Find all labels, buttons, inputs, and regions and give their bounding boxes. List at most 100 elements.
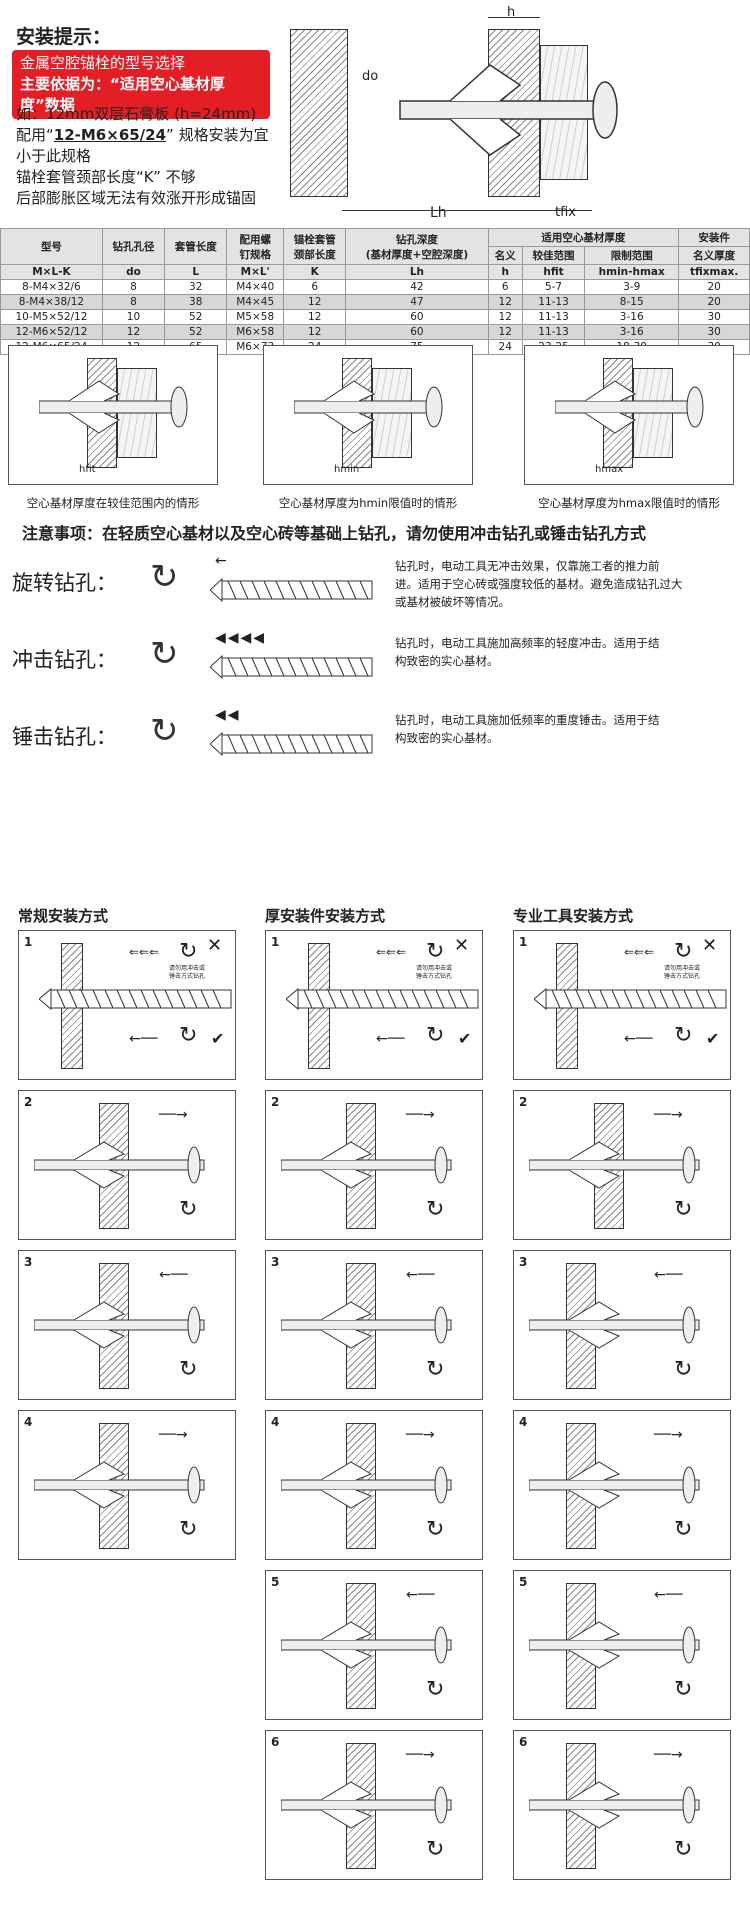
th-accessory: 安装件 (678, 228, 750, 247)
step-number: 3 (519, 1255, 528, 1269)
note-line-1: 如：12mm双层石膏板 (h=24mm) (16, 105, 257, 123)
th-neck: 锚栓套管颈部长度 (283, 228, 347, 265)
anchor-icon (34, 1301, 205, 1349)
step-number: 2 (519, 1095, 528, 1109)
drill-bit-icon (210, 654, 373, 680)
arrow-left-icon: ←── (376, 1031, 405, 1047)
drill-label: 旋转钻孔： (12, 571, 117, 595)
table-cell: 38 (164, 294, 228, 310)
step-note: 请勿用冲击或锤击方式钻孔 (169, 965, 206, 980)
th-nominal-thickness: 名义厚度 (678, 246, 750, 265)
drill-desc-line: 钻孔时，电动工具无冲击效果，仅靠施工者的推力前 (395, 559, 660, 573)
rotate-icon: ↻ (179, 1517, 198, 1542)
table-cell: 30 (678, 324, 750, 340)
table-cell: 12 (487, 294, 523, 310)
table-cell: 8-15 (584, 294, 680, 310)
rotate-icon: ↻ (150, 711, 179, 751)
spec-table: 型号 钻孔孔径 套管长度 配用螺钉规格 锚栓套管颈部长度 钻孔深度(基材厚度+空… (0, 228, 750, 355)
cross-icon: ✕ (454, 935, 470, 956)
table-cell: M4×40 (226, 279, 285, 295)
method-step-panel: 4 ──→ ↻ (513, 1410, 731, 1560)
situation-panel-hmax: hmax (524, 345, 734, 485)
anchor-icon (529, 1141, 700, 1189)
lh-label: Lh (430, 205, 447, 221)
th-sleeve-len: 套管长度 (164, 228, 228, 265)
rotate-icon: ↻ (150, 634, 179, 674)
rotate-icon: ↻ (426, 1837, 445, 1862)
anchor-icon (281, 1621, 452, 1669)
drill-bit-icon (210, 577, 373, 603)
arrow-icon: ──→ (406, 1427, 435, 1443)
arrow-icon: ←── (159, 1267, 188, 1283)
arrow-left-icon: ⇐⇐⇐ (376, 945, 407, 959)
th-sub-3: M×L' (226, 264, 285, 280)
rotate-icon: ↻ (426, 1197, 445, 1222)
top-anchor-diagram: h do Lh tfix (290, 5, 750, 225)
table-cell: 52 (164, 309, 228, 325)
method-step-panel: 1 ⇐⇐⇐ ↻ ✕ 请勿用冲击或锤击方式钻孔 ←── ↻ ✔ (18, 930, 236, 1080)
th-drill-dia: 钻孔孔径 (101, 228, 166, 265)
th-fit-range: 适用空心基材厚度 (487, 228, 680, 247)
arrow-icon: ──→ (159, 1107, 188, 1123)
dim-label: hmax (595, 464, 624, 475)
table-cell: 10-M5×52/12 (0, 309, 103, 325)
method-step-panel: 2 ──→ ↻ (265, 1090, 483, 1240)
install-methods: 常规安装方式 1 ⇐⇐⇐ ↻ ✕ 请勿用冲击或锤击方式钻孔 ←── ↻ ✔ 2 (0, 905, 750, 1905)
th-sub-7: hfit (521, 264, 586, 280)
anchor-icon (34, 1141, 205, 1189)
method-step-panel: 4 ──→ ↻ (265, 1410, 483, 1560)
step-number: 4 (24, 1415, 33, 1429)
arrow-icon: ──→ (159, 1427, 188, 1443)
step-number: 2 (24, 1095, 33, 1109)
th-sub-2: L (164, 264, 228, 280)
red-line-2: 主要依据为：“适用空心基材厚度”数据 (20, 75, 225, 114)
anchor-icon (281, 1301, 452, 1349)
rotate-icon: ↻ (179, 1197, 198, 1222)
arrow-icon: ──→ (654, 1107, 683, 1123)
method-title: 常规安装方式 (18, 907, 109, 925)
do-label: do (362, 69, 379, 84)
th-depth: 钻孔深度(基材厚度+空腔深度) (345, 228, 489, 265)
drill-desc-line: 钻孔时，电动工具施加高频率的轻度冲击。适用于结 (395, 636, 660, 650)
table-cell: 24 (487, 339, 523, 355)
rotate-icon: ↻ (674, 1023, 693, 1048)
direction-arrow-icon: ← (215, 553, 229, 569)
anchor-icon (529, 1461, 700, 1509)
drill-label: 锤击钻孔： (12, 725, 117, 749)
th-sub-4: K (283, 264, 347, 280)
method-step-panel: 1 ⇐⇐⇐ ↻ ✕ 请勿用冲击或锤击方式钻孔 ←── ↻ ✔ (513, 930, 731, 1080)
cross-icon: ✕ (207, 935, 223, 956)
th-nominal: 名义 (487, 246, 523, 265)
th-sub-5: Lh (345, 264, 489, 280)
drill-mode-row: 锤击钻孔： ↻ ◀◀ 钻孔时，电动工具施加低频率的重度锤击。适用于结构致密的实心… (0, 707, 750, 777)
drill-modes: 旋转钻孔： ↻ ← 钻孔时，电动工具无冲击效果，仅靠施工者的推力前进。适用于空心… (0, 545, 750, 915)
table-cell: 11-13 (521, 309, 586, 325)
table-cell: 6 (487, 279, 523, 295)
step-number: 1 (24, 935, 33, 949)
rotate-icon: ↻ (179, 1023, 198, 1048)
table-cell: 5-7 (521, 279, 586, 295)
notice-text: 注意事项：在轻质空心基材以及空心砖等基础上钻孔，请勿使用冲击钻孔或锤击钻孔方式 (22, 524, 647, 543)
drill-mode-row: 冲击钻孔： ↻ ◀◀◀◀ 钻孔时，电动工具施加高频率的轻度冲击。适用于结构致密的… (0, 630, 750, 700)
drill-description: 钻孔时，电动工具施加低频率的重度锤击。适用于结构致密的实心基材。 (395, 711, 740, 747)
table-cell: 3-16 (584, 309, 680, 325)
method-step-panel: 3 ←── ↻ (265, 1250, 483, 1400)
rotate-icon: ↻ (674, 1677, 693, 1702)
tfix-label: tfix (555, 205, 576, 220)
table-cell: 42 (345, 279, 489, 295)
arrow-left-icon: ⇐⇐⇐ (624, 945, 655, 959)
table-cell: 11-13 (521, 324, 586, 340)
th-sub-1: do (101, 264, 166, 280)
table-cell: 12 (283, 294, 347, 310)
drill-description: 钻孔时，电动工具施加高频率的轻度冲击。适用于结构致密的实心基材。 (395, 634, 740, 670)
step-number: 4 (519, 1415, 528, 1429)
anchor-icon (529, 1781, 700, 1829)
table-cell: 8-M4×32/6 (0, 279, 103, 295)
method-step-panel: 3 ←── ↻ (513, 1250, 731, 1400)
table-cell: 12-M6×52/12 (0, 324, 103, 340)
th-sub-9: tfixmax. (678, 264, 750, 280)
